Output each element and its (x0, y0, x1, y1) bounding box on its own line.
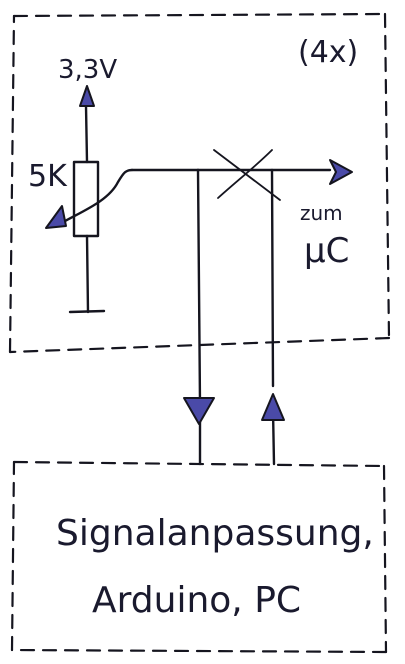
wiper-arrow-icon (45, 205, 67, 229)
to-mc-arrow-icon (329, 159, 353, 185)
supply-arrow-icon (79, 85, 95, 107)
to-mc-label-line1: zum (300, 201, 343, 225)
cut-mark (213, 149, 281, 201)
supply-label: 3,3V (58, 55, 117, 85)
signal-wires (130, 149, 353, 466)
down-arrow-left-icon (183, 397, 215, 425)
box-label-line2: Arduino, PC (92, 580, 301, 621)
ground-bar (68, 309, 106, 314)
cut-mark-2 (217, 149, 273, 199)
resistor-body (72, 160, 100, 238)
box-label-line1: Signalanpassung, (56, 513, 374, 554)
multiplier-label: (4x) (298, 35, 358, 70)
resistor-label: 5K (28, 159, 68, 194)
lower-dashed-box (10, 460, 388, 654)
to-mc-label-line2: µC (304, 231, 349, 271)
supply-wire (84, 104, 89, 164)
down-wire-right (270, 168, 275, 388)
potentiometer (45, 85, 134, 314)
down-wire-left (196, 168, 202, 406)
wiper-line (56, 168, 134, 227)
up-arrow-right-icon (261, 393, 285, 421)
ground-wire (85, 234, 90, 314)
